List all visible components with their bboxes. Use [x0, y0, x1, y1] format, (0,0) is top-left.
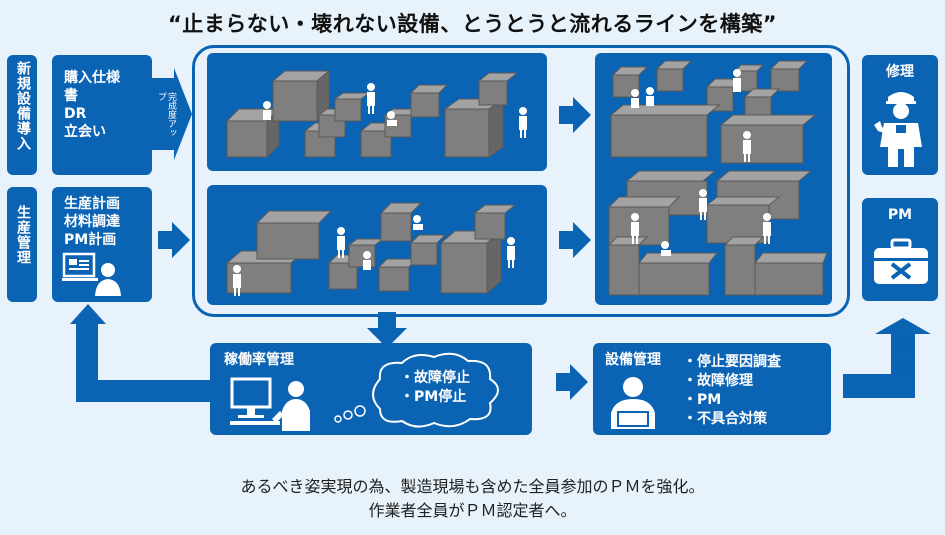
production-plan-line-2: 材料調達 — [64, 214, 120, 230]
production-mgmt-label: 生産管理 — [15, 205, 31, 265]
thought-item-1: ・故障停止 — [400, 370, 470, 386]
new-equipment-label: 新規設備導入 — [15, 61, 31, 151]
purchase-spec-box: 購入仕様 書 DR 立会い — [52, 55, 152, 175]
thought-bubble — [334, 352, 499, 428]
arrow-lower-to-plant — [559, 222, 591, 258]
equipment-mgmt-label: 設備管理 — [605, 352, 661, 368]
purchase-spec-line-1: 購入仕様 — [64, 70, 120, 86]
feedback-arrow — [70, 304, 210, 402]
equipment-item-4: ・不具合対策 — [683, 411, 767, 427]
pm-panel: PM — [862, 198, 938, 301]
completion-up-arrow — [152, 68, 192, 160]
production-mgmt-label-box: 生産管理 — [7, 187, 37, 302]
plant-layout-panel — [595, 53, 832, 305]
thought-item-2: ・PM停止 — [400, 389, 467, 405]
toolbox-icon — [874, 238, 928, 284]
factory-lines-frame — [192, 45, 850, 317]
arrow-to-lower-line — [158, 222, 190, 258]
down-arrow-from-lines — [367, 312, 407, 348]
equipment-item-2: ・故障修理 — [683, 373, 753, 389]
arrow-to-equipment-mgmt — [556, 364, 588, 400]
production-plan-line-1: 生産計画 — [64, 196, 120, 212]
upper-production-line-panel — [207, 53, 547, 171]
pm-label: PM — [887, 207, 913, 223]
purchase-spec-line-2: 書 — [64, 88, 78, 104]
upper-line-machines — [225, 69, 527, 159]
plant-layout-machines — [607, 60, 828, 296]
repair-panel: 修理 — [862, 55, 938, 175]
operation-rate-box: 稼働率管理 ・故障停止 ・PM停止 — [210, 343, 532, 435]
planner-at-computer-icon — [62, 252, 121, 296]
footer-line-1: あるべき姿実現の為、製造現場も含めた全員参加のＰＭを強化。 — [240, 477, 705, 496]
completion-up-label: 完成度アップ — [156, 92, 176, 137]
dispatch-label: 出動 — [896, 340, 912, 380]
equipment-item-3: ・PM — [683, 392, 722, 408]
footer-line-2: 作業者全員がＰＭ認定者へ。 — [368, 501, 577, 520]
purchase-spec-line-4: 立会い — [64, 124, 106, 140]
mechanic-icon — [874, 92, 922, 167]
arrow-upper-to-plant — [559, 97, 591, 133]
dispatch-arrow — [843, 318, 931, 398]
lower-line-machines — [225, 202, 517, 296]
production-plan-box: 生産計画 材料調達 PM計画 — [52, 187, 152, 302]
diagram-title: “止まらない・壊れない設備、とうとうと流れるラインを構築” — [167, 12, 778, 36]
technician-laptop-icon — [611, 377, 655, 429]
repair-label: 修理 — [886, 64, 914, 80]
operation-rate-label: 稼働率管理 — [224, 352, 294, 368]
equipment-mgmt-box: 設備管理 ・停止要因調査 ・故障修理 ・PM ・不具合対策 — [593, 343, 831, 435]
production-plan-line-3: PM計画 — [64, 232, 117, 248]
lower-production-line-panel — [207, 185, 547, 305]
operator-at-monitor-icon — [230, 377, 310, 431]
purchase-spec-line-3: DR — [64, 106, 87, 122]
equipment-item-1: ・停止要因調査 — [683, 354, 781, 370]
new-equipment-label-box: 新規設備導入 — [7, 55, 37, 175]
